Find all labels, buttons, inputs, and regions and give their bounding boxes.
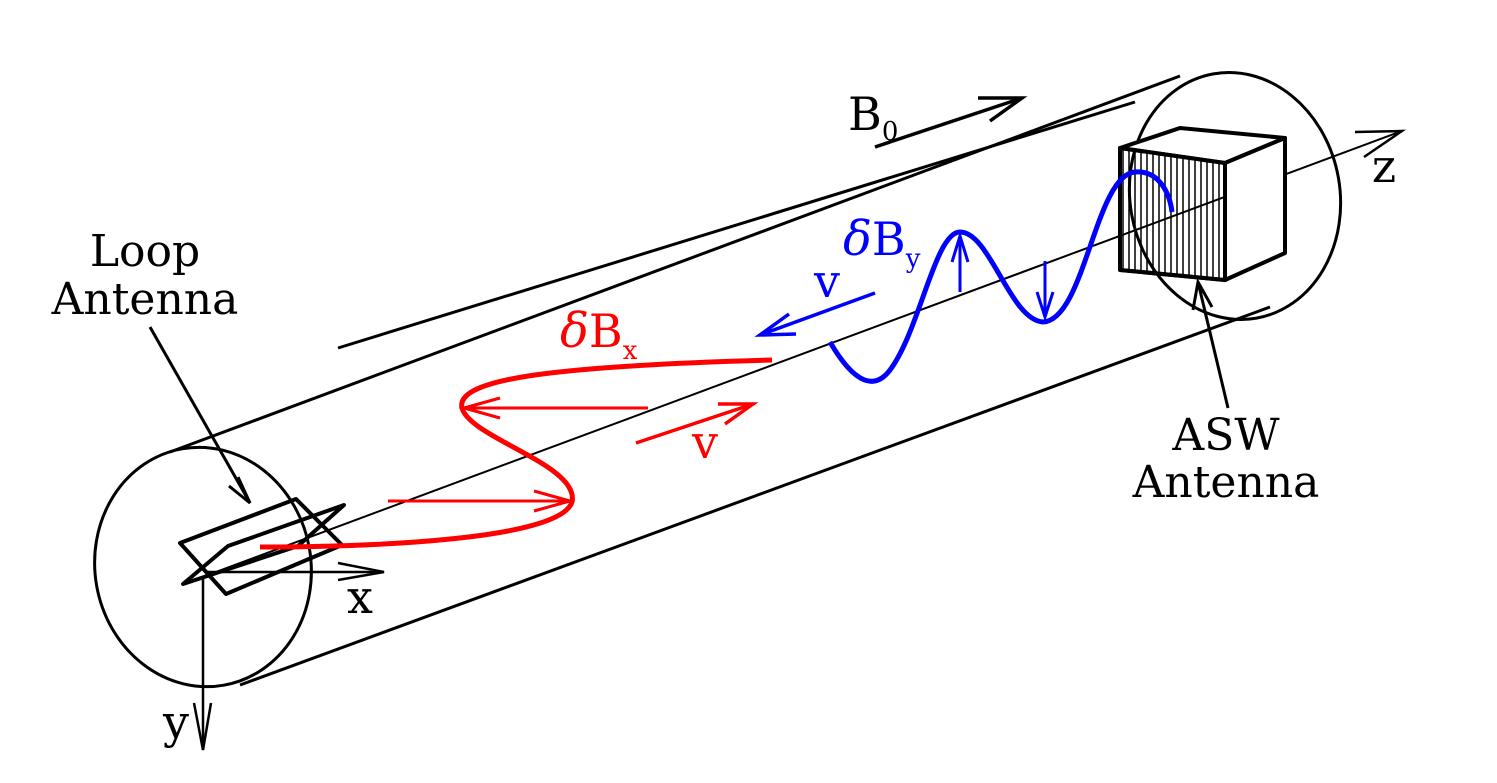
b0-label-sub: 0: [882, 117, 899, 147]
field-line: [337, 100, 1136, 350]
delta-bx-delta: δ: [560, 303, 589, 359]
axis-x-label: x: [347, 570, 373, 624]
delta-bx-label: δBx: [560, 303, 638, 366]
asw-antenna-label-line2: Antenna: [1132, 457, 1320, 508]
v-red-label: v: [691, 415, 718, 469]
asw-antenna-pointer: [1191, 277, 1230, 409]
loop-antenna-label-line1: Loop: [90, 226, 200, 277]
x-axis: [205, 561, 385, 582]
asw-antenna-label-line1: ASW: [1171, 410, 1280, 461]
axis-y-label: y: [162, 695, 189, 749]
v-blue-arrow: [759, 291, 876, 337]
axis-z-label: z: [1372, 139, 1396, 193]
z-axis-arrowhead: [1354, 129, 1407, 159]
cylinder-bottom-edge: [239, 305, 1271, 687]
delta-by-sub: y: [905, 244, 921, 274]
asw-antenna-front-outline: [1118, 146, 1227, 282]
plasma-cylinder: [93, 71, 1343, 689]
asw-antenna-front-face: [1118, 143, 1227, 282]
b0-label-main: B: [848, 87, 882, 141]
delta-bx-wave: [259, 357, 773, 550]
loop-antenna-pointer: [148, 326, 252, 505]
delta-bx-main: B: [589, 304, 623, 358]
loop-antenna-plate-2: [181, 503, 346, 586]
asw-antenna: [1118, 126, 1287, 282]
delta-bx-sub: x: [623, 336, 638, 366]
v-blue-label: v: [813, 254, 840, 308]
delta-by-delta: δ: [843, 211, 872, 267]
delta-by-label: δBy: [843, 211, 921, 274]
asw-antenna-side-face: [1223, 136, 1287, 282]
b0-label: B0: [848, 87, 898, 147]
delta-by-curve: [827, 169, 1175, 384]
delta-by-wave: [754, 169, 1175, 384]
y-axis: [192, 576, 213, 751]
b0-arrow: [874, 96, 1028, 149]
loop-antenna-label-line2: Antenna: [51, 274, 239, 325]
delta-by-main: B: [872, 212, 906, 266]
v-red-arrow: [635, 402, 754, 445]
delta-bx-curve: [259, 357, 773, 550]
